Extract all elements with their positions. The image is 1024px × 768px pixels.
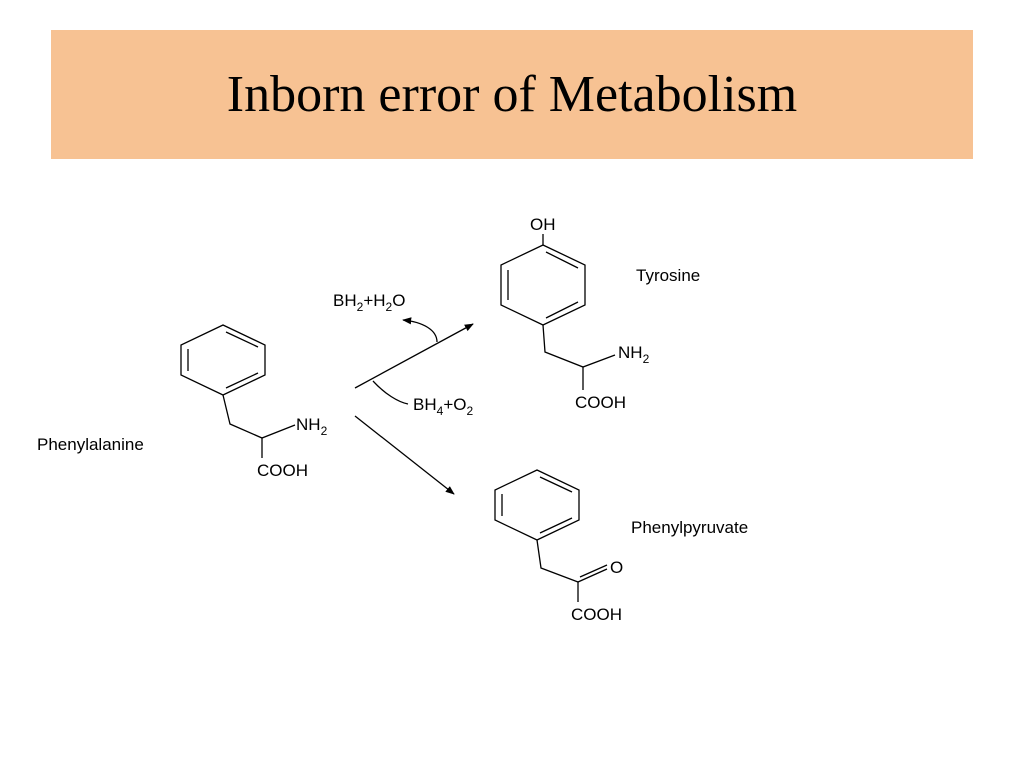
tyrosine-structure: OH NH2 COOH Tyrosine bbox=[500, 215, 700, 412]
tyrosine-amine: NH2 bbox=[618, 343, 650, 366]
phenylpyruvate-label: Phenylpyruvate bbox=[631, 518, 748, 537]
phenylalanine-structure: NH2 COOH Phenylalanine bbox=[37, 324, 328, 480]
hydroxylation-arrow bbox=[354, 317, 474, 405]
tyrosine-side-chain bbox=[542, 324, 616, 368]
cofactor-products: BH2+H2O bbox=[333, 291, 405, 314]
phenylpyruvate-acid: COOH bbox=[571, 605, 622, 624]
tyrosine-hydroxyl: OH bbox=[530, 215, 556, 234]
transamination-arrow bbox=[354, 415, 455, 495]
phenylalanine-benzene-ring bbox=[180, 324, 266, 396]
title-band: Inborn error of Metabolism bbox=[51, 30, 973, 159]
phenylpyruvate-oxo: O bbox=[610, 558, 623, 577]
phenylalanine-amine: NH2 bbox=[296, 415, 328, 438]
phenylalanine-acid: COOH bbox=[257, 461, 308, 480]
tyrosine-label: Tyrosine bbox=[636, 266, 700, 285]
cofactor-reactants: BH4+O2 bbox=[413, 395, 473, 418]
phenylalanine-label: Phenylalanine bbox=[37, 435, 144, 454]
slide-title: Inborn error of Metabolism bbox=[226, 65, 798, 123]
phenylalanine-side-chain bbox=[222, 394, 296, 439]
tyrosine-acid: COOH bbox=[575, 393, 626, 412]
phenylpyruvate-benzene-ring bbox=[494, 469, 580, 541]
phenylpyruvate-side-chain bbox=[536, 539, 579, 583]
tyrosine-benzene-ring bbox=[500, 244, 586, 326]
phenylpyruvate-structure: O COOH Phenylpyruvate bbox=[494, 469, 748, 624]
